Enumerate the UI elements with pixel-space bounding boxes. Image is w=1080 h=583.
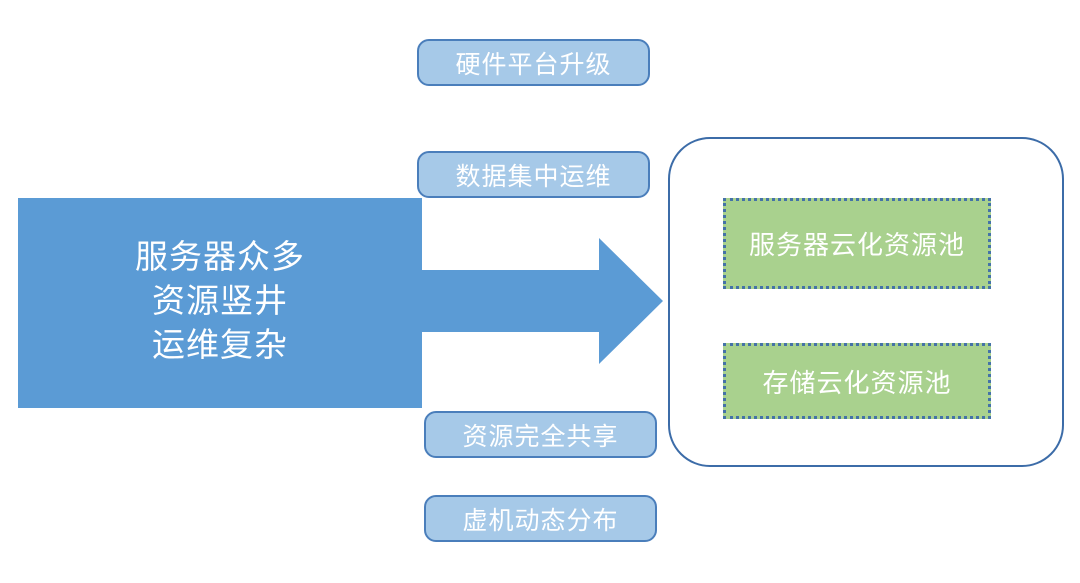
benefit-label-text: 硬件平台升级	[455, 51, 612, 79]
problem-line-2: 资源竖井	[152, 284, 288, 321]
benefit-label-text: 资源完全共享	[462, 423, 619, 451]
right-arrow-icon	[413, 238, 663, 364]
problem-line-3: 运维复杂	[152, 327, 288, 364]
resource-pool-storage[interactable]: 存储云化资源池	[723, 343, 991, 419]
benefit-label-full-resource-sharing[interactable]: 资源完全共享	[424, 411, 657, 458]
benefit-label-hardware-upgrade[interactable]: 硬件平台升级	[417, 39, 650, 86]
benefit-label-text: 数据集中运维	[455, 163, 612, 191]
benefit-label-text: 虚机动态分布	[462, 507, 619, 535]
resource-pool-label: 服务器云化资源池	[748, 231, 965, 260]
transformation-arrow	[413, 238, 663, 364]
benefit-label-vm-dynamic-distribution[interactable]: 虚机动态分布	[424, 495, 657, 542]
resource-pool-label: 存储云化资源池	[762, 368, 952, 398]
current-state-problem-box: 服务器众多 资源竖井 运维复杂	[18, 198, 422, 408]
problem-line-1: 服务器众多	[135, 240, 305, 277]
resource-pool-server[interactable]: 服务器云化资源池	[723, 198, 991, 289]
benefit-label-centralized-ops[interactable]: 数据集中运维	[417, 151, 650, 198]
